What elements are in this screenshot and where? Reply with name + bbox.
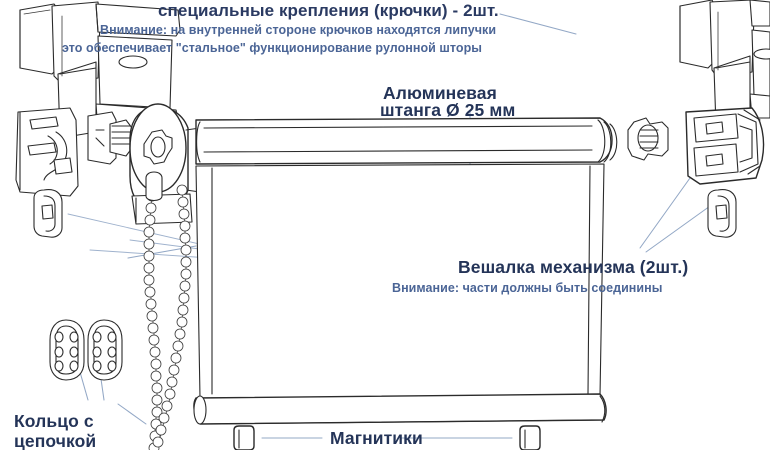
label-hooks-title: специальные крепления (крючки) - 2шт. xyxy=(158,1,499,20)
chain-ring-pair xyxy=(49,319,123,381)
magnet-right xyxy=(519,425,541,450)
left-side-parts xyxy=(15,107,133,238)
magnet-left xyxy=(233,425,255,450)
aluminium-rod xyxy=(195,117,618,165)
bottom-weight-bar xyxy=(193,393,607,425)
label-hanger-title: Вешалка механизма (2шт.) xyxy=(458,257,689,277)
ball-chain xyxy=(143,171,192,450)
label-hooks-note-line2: это обеспечивает "стальное" функциониров… xyxy=(62,41,483,55)
label-hooks-note-line1: Внимание: на внутренней стороне крючков … xyxy=(100,23,497,37)
hook-bracket-right xyxy=(679,0,770,127)
label-rod-line2: штанга Ø 25 мм xyxy=(380,100,516,120)
label-ring-line1: Кольцо с xyxy=(14,411,94,431)
right-side-parts xyxy=(627,107,765,238)
roller-mechanism xyxy=(129,103,201,225)
label-magnets-title: Магнитики xyxy=(330,428,423,448)
hook-bracket-left xyxy=(19,1,181,139)
label-rod-line1: Алюминевая xyxy=(383,83,497,103)
label-hanger-note: Внимание: части должны быть соединины xyxy=(392,281,663,295)
label-ring-line2: цепочкой xyxy=(14,431,97,450)
